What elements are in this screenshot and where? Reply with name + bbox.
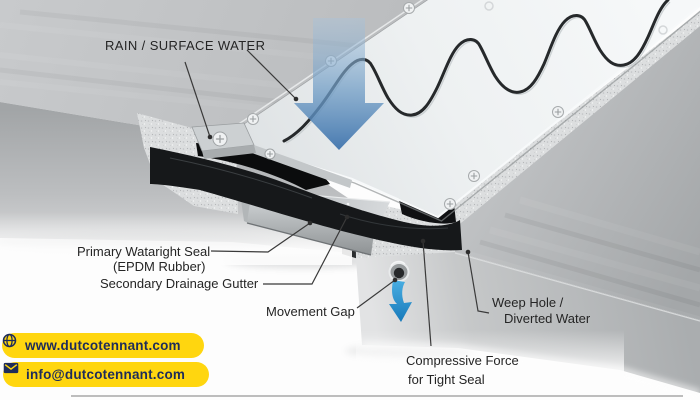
leader-rain-a [184, 61, 211, 138]
leader-weep-hole [467, 251, 490, 314]
fade-right [356, 325, 624, 400]
weep-down-arrow-icon [389, 280, 412, 322]
gutter-front-wall [247, 202, 374, 255]
label-compressive-line2: for Tight Seal [408, 372, 485, 387]
right-slab-top [455, 26, 700, 320]
screw [264, 148, 276, 160]
label-weep-hole-line1: Weep Hole / [492, 295, 564, 310]
leader-movement-gap [356, 279, 396, 309]
label-weep-hole-line2: Diverted Water [504, 311, 591, 326]
screw [468, 170, 480, 182]
leader-compressive [422, 240, 432, 347]
label-primary-seal-line1: Primary Wataright Seal [77, 244, 210, 259]
force-down-arrow-icon [294, 18, 384, 150]
screw [403, 2, 415, 14]
label-primary-seal-line2: (EPDM Rubber) [113, 259, 205, 274]
label-rain-surface-water: RAIN / SURFACE WATER [105, 38, 265, 53]
weep-hole [388, 260, 410, 282]
screw [212, 131, 228, 147]
label-secondary-gutter: Secondary Drainage Gutter [100, 276, 259, 291]
label-movement-gap: Movement Gap [266, 304, 355, 319]
leader-lines [184, 49, 490, 347]
website-badge[interactable]: www.dutcotennant.com [2, 333, 204, 358]
screw-hole [658, 25, 668, 35]
screw [552, 106, 564, 118]
label-compressive-line1: Compressive Force [406, 353, 519, 368]
email-badge[interactable]: info@dutcotennant.com [3, 362, 209, 387]
screw [444, 198, 456, 210]
screw [247, 113, 259, 125]
leader-secondary-gutter [263, 216, 348, 285]
leader-rain-b [246, 49, 297, 100]
leader-primary-seal [210, 222, 311, 253]
screw-hole [484, 1, 494, 11]
right-blockout-strip [444, 11, 700, 227]
leader-dots [207, 96, 471, 283]
email-address: info@dutcotennant.com [26, 367, 186, 382]
website-url: www.dutcotennant.com [25, 338, 181, 353]
